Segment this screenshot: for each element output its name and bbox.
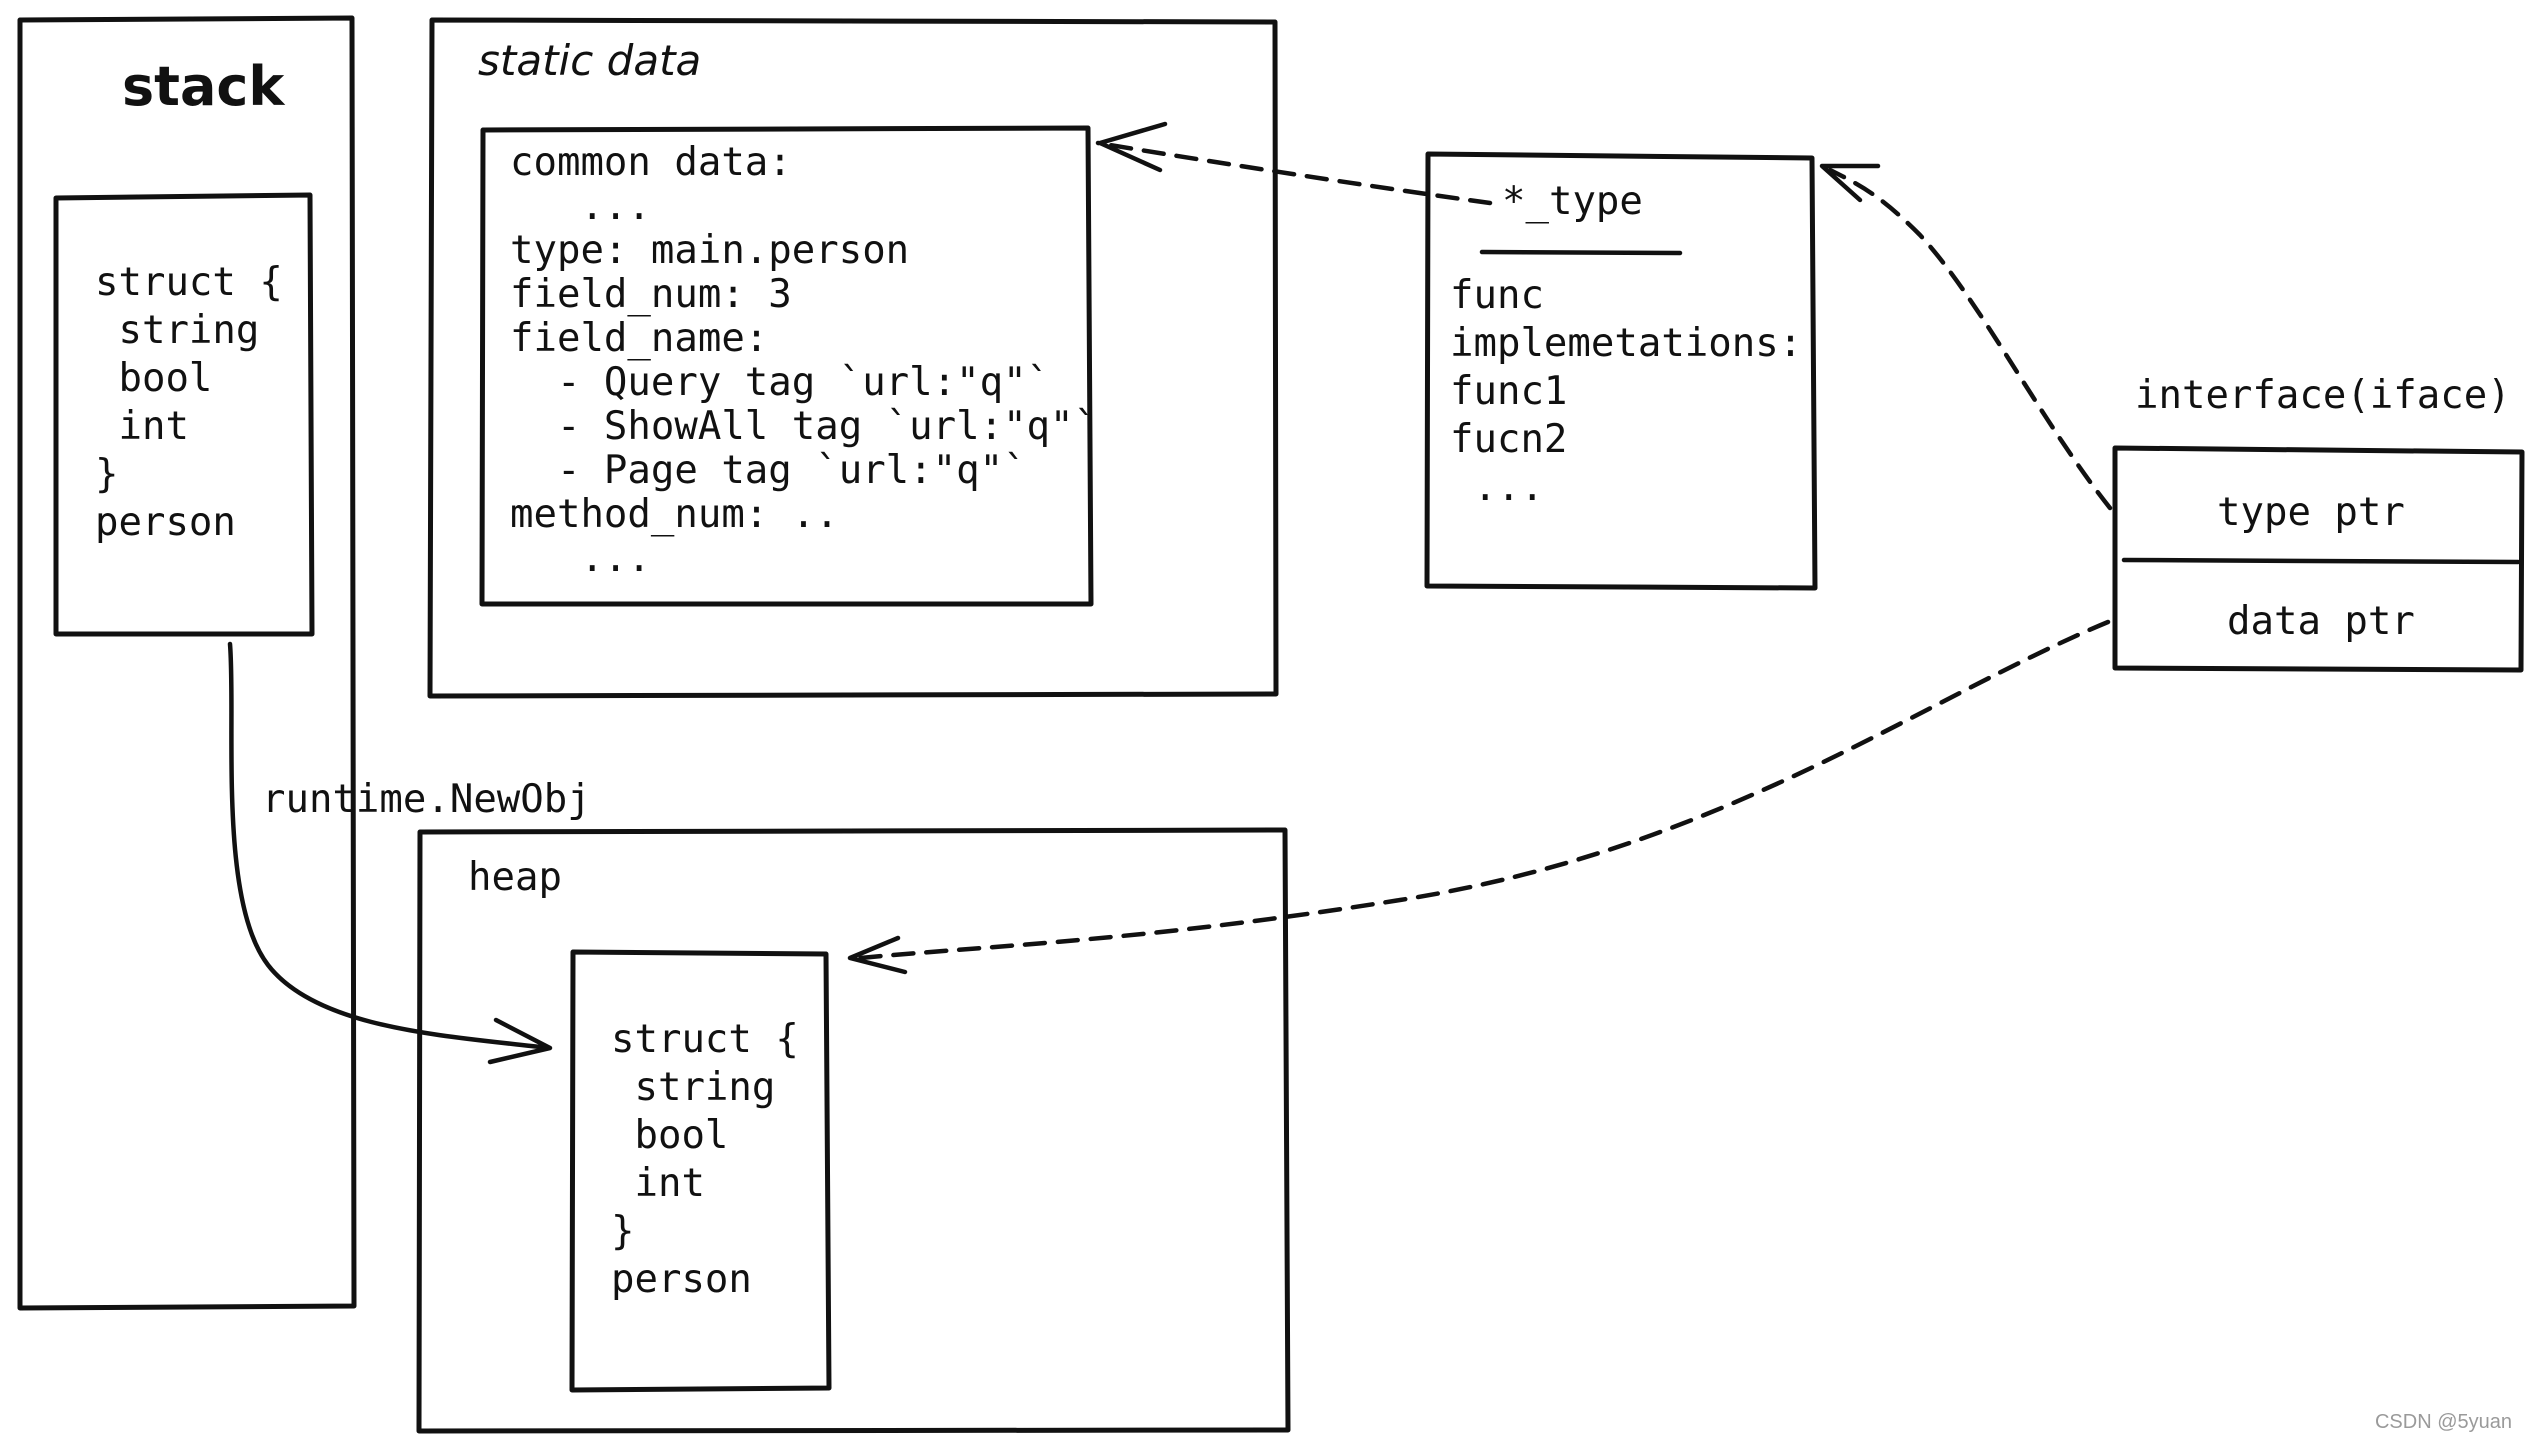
stack-struct-line: bool	[95, 356, 212, 401]
stack-struct-line: string	[95, 308, 259, 353]
type-to-static-arrow-line	[1095, 140, 1493, 206]
stack-struct-line: int	[95, 404, 189, 449]
heap-struct-line: struct {	[611, 1017, 799, 1062]
static-data-title: static data	[478, 36, 701, 85]
stack-title: stack	[122, 55, 285, 118]
iface-type-arrow-head	[1819, 163, 1881, 203]
heap-struct-box	[569, 949, 832, 1393]
heap-struct-line: int	[611, 1161, 705, 1206]
static-data-text: common data: ... type: main.person field…	[510, 140, 1097, 581]
static-data-line: type: main.person	[510, 228, 909, 273]
static-data-line: method_num: ..	[510, 492, 839, 537]
heap-struct-line: bool	[611, 1113, 728, 1158]
newobj-arrow-head	[487, 1017, 553, 1065]
newobj-arrow-line	[227, 641, 551, 1051]
type-box-line: func1	[1450, 369, 1567, 414]
type-box-line: implemetations:	[1450, 321, 1802, 366]
iface-divider	[2121, 557, 2521, 565]
static-data-line: ...	[510, 536, 651, 581]
edge-label-newobj: runtime.NewObj	[262, 777, 591, 822]
heap-box	[416, 827, 1291, 1434]
type-box-line: ...	[1450, 465, 1544, 510]
iface-title: interface(iface)	[2135, 373, 2511, 418]
iface-data-arrow-line	[857, 619, 2111, 961]
type-box-text: func implemetations: func1 fucn2 ...	[1450, 273, 1802, 510]
static-data-line: field_num: 3	[510, 272, 792, 317]
static-data-inner-box	[479, 125, 1094, 607]
iface-data-arrow-head	[847, 935, 908, 975]
heap-title: heap	[468, 855, 562, 900]
heap-struct-line: string	[611, 1065, 775, 1110]
static-data-line: - ShowAll tag `url:"q"`	[510, 404, 1097, 449]
stack-struct-text: struct { string bool int } person	[95, 260, 283, 545]
type-box-title: *_type	[1502, 179, 1643, 224]
watermark: CSDN @5yuan	[2374, 1411, 2512, 1433]
static-data-line: - Page tag `url:"q"`	[510, 448, 1027, 493]
stack-struct-line: person	[95, 500, 236, 545]
stack-struct-box	[53, 192, 315, 637]
type-to-static-arrow-head	[1097, 121, 1168, 173]
static-data-line: common data:	[510, 140, 792, 185]
type-box	[1424, 151, 1818, 591]
type-box-line: func	[1450, 273, 1544, 318]
static-data-line: ...	[510, 184, 651, 229]
static-data-line: - Query tag `url:"q"`	[510, 360, 1050, 405]
iface-type-arrow-line	[1827, 167, 2113, 511]
static-data-line: field_name:	[510, 316, 768, 361]
iface-data-ptr: data ptr	[2227, 599, 2415, 644]
stack-struct-line: }	[95, 452, 118, 497]
heap-struct-text: struct { string bool int } person	[611, 1017, 799, 1302]
iface-box	[2112, 445, 2525, 673]
stack-struct-line: struct {	[95, 260, 283, 305]
stack-box	[17, 15, 357, 1311]
type-box-underline	[1479, 249, 1683, 256]
type-box-line: fucn2	[1450, 417, 1567, 462]
static-data-box	[427, 17, 1279, 699]
heap-struct-line: }	[611, 1209, 634, 1254]
iface-type-ptr: type ptr	[2217, 490, 2405, 535]
heap-struct-line: person	[611, 1257, 752, 1302]
